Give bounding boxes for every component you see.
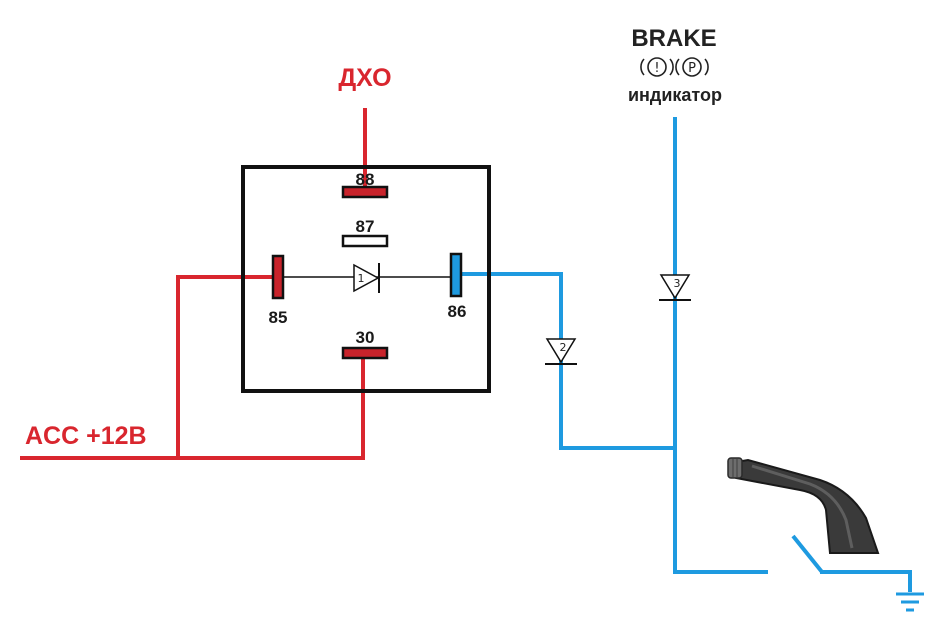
pin-87-label: 87 bbox=[356, 217, 375, 236]
diode-3: 3 bbox=[659, 274, 691, 301]
pin-86 bbox=[449, 252, 463, 298]
dho-label: ДХО bbox=[338, 64, 391, 92]
pin-30-label: 30 bbox=[356, 328, 375, 347]
diode-3-number: 3 bbox=[674, 277, 681, 290]
pin-85-label: 85 bbox=[269, 308, 288, 327]
switch-contact-icon bbox=[791, 534, 824, 574]
wire-switch-ground bbox=[820, 570, 912, 592]
pin-30 bbox=[341, 346, 389, 360]
pin-88-label: 88 bbox=[356, 170, 375, 189]
acc-label: ACC +12B bbox=[25, 422, 147, 450]
diode-2-number: 2 bbox=[560, 341, 567, 354]
parking-brake-icon: P bbox=[675, 57, 709, 77]
brake-warning-icon: ! bbox=[640, 57, 674, 77]
brake-icon-p: P bbox=[688, 61, 696, 76]
brake-subtitle: индикатор bbox=[628, 85, 722, 105]
brake-icon-exclamation: ! bbox=[654, 61, 659, 76]
relay-diode-1: 1 bbox=[283, 263, 451, 293]
brake-title: BRAKE bbox=[631, 25, 716, 52]
wire-brake bbox=[673, 117, 768, 574]
handbrake-lever-icon bbox=[727, 457, 880, 554]
diode-1-number: 1 bbox=[358, 272, 365, 285]
pin-85 bbox=[271, 254, 285, 300]
pin-86-label: 86 bbox=[448, 302, 467, 321]
pin-88 bbox=[341, 185, 389, 199]
red-wires bbox=[20, 108, 367, 460]
diode-2: 2 bbox=[545, 338, 577, 365]
wire-85 bbox=[176, 275, 278, 458]
relay-box bbox=[241, 165, 491, 393]
pin-87 bbox=[341, 234, 389, 248]
ground-icon bbox=[896, 592, 924, 612]
